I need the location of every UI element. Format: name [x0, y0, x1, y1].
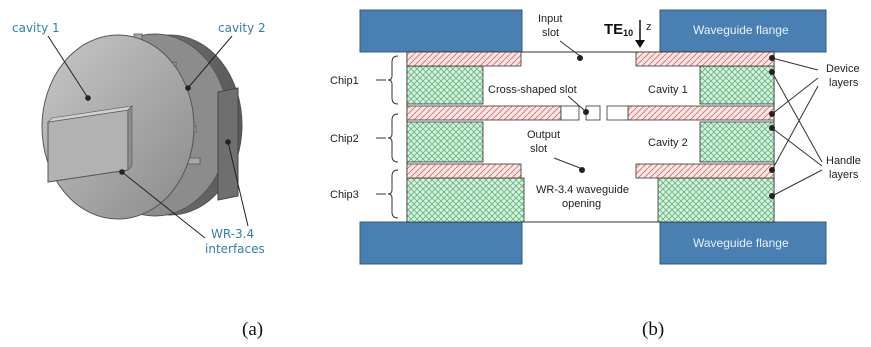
leader-dot [225, 139, 231, 145]
panel-a: cavity 1 cavity 2 WR-3.4 interfaces [12, 21, 266, 256]
leader-cross-slot [567, 95, 585, 111]
cylinder-assembly [41, 33, 243, 220]
label-input-slot-l2: slot [542, 27, 559, 39]
label-chip1: Chip1 [330, 75, 359, 87]
handle-layer [406, 65, 484, 105]
label-te-mode: TE10 [604, 21, 633, 38]
leader-dot [769, 69, 775, 75]
cross-slot-block [560, 105, 580, 121]
label-interfaces-l2: interfaces [205, 242, 265, 256]
panel-b: Waveguide flange Waveguide flange [330, 9, 861, 265]
label-device-l2: layers [829, 77, 859, 89]
right-leaders [771, 57, 823, 197]
z-arrowhead [635, 40, 645, 48]
leader-cavity2 [187, 35, 233, 89]
device-layer [406, 105, 562, 121]
handle-layer [406, 121, 484, 163]
leader-dot [769, 55, 775, 61]
label-cavity-1: Cavity 1 [648, 84, 688, 96]
label-cavity2: cavity 2 [218, 21, 266, 35]
leader-dot [119, 169, 125, 175]
label-interfaces-l1: WR-3.4 [211, 227, 254, 241]
caption-b: (b) [642, 319, 664, 340]
leader-dot [85, 95, 91, 101]
label-cross-slot: Cross-shaped slot [488, 84, 577, 96]
flange-top-right-label: Waveguide flange [693, 23, 789, 37]
leader-output-slot [553, 157, 581, 169]
label-output-slot-l1: Output [527, 129, 560, 141]
label-handle-l2: layers [829, 169, 859, 181]
cross-slot-block [606, 105, 629, 121]
label-input-slot-l1: Input [538, 13, 562, 25]
device-layer [635, 163, 775, 179]
label-opening-l2: opening [562, 198, 601, 210]
leader-cavity1 [47, 35, 89, 99]
flange-top-right [659, 9, 827, 53]
leader-dot [769, 125, 775, 131]
leader-dot [769, 111, 775, 117]
handle-layer [657, 177, 775, 223]
leader-dot [769, 193, 775, 199]
device-layer [627, 105, 775, 121]
leader-interfaces-2 [227, 141, 249, 227]
leader-dot [583, 109, 589, 115]
leader-dot [579, 167, 585, 173]
caption-a: (a) [242, 319, 263, 340]
label-cavity-2: Cavity 2 [648, 137, 688, 149]
handle-layer [699, 121, 775, 163]
device-layer [635, 51, 775, 67]
leader-interfaces-1 [121, 171, 206, 239]
label-handle-l1: Handle [826, 155, 861, 167]
flange-bottom-left [359, 221, 523, 265]
label-cavity1: cavity 1 [12, 21, 60, 35]
handle-layer [406, 177, 525, 223]
leader-dot [577, 55, 583, 61]
device-layer [406, 51, 522, 67]
label-output-slot-l2: slot [530, 143, 547, 155]
handle-layer [699, 65, 775, 105]
label-chip3: Chip3 [330, 189, 359, 201]
flange-bottom-right-label: Waveguide flange [693, 236, 789, 250]
flange-top-left [359, 9, 523, 53]
leader-dot [769, 167, 775, 173]
label-device-l1: Device [826, 63, 860, 75]
leader-input-slot [559, 40, 581, 57]
leader-dot [185, 85, 191, 91]
chip-brackets [387, 55, 399, 219]
label-chip2: Chip2 [330, 133, 359, 145]
device-layer [406, 163, 522, 179]
label-z: z [646, 21, 652, 33]
label-opening-l1: WR-3.4 waveguide [536, 184, 629, 196]
